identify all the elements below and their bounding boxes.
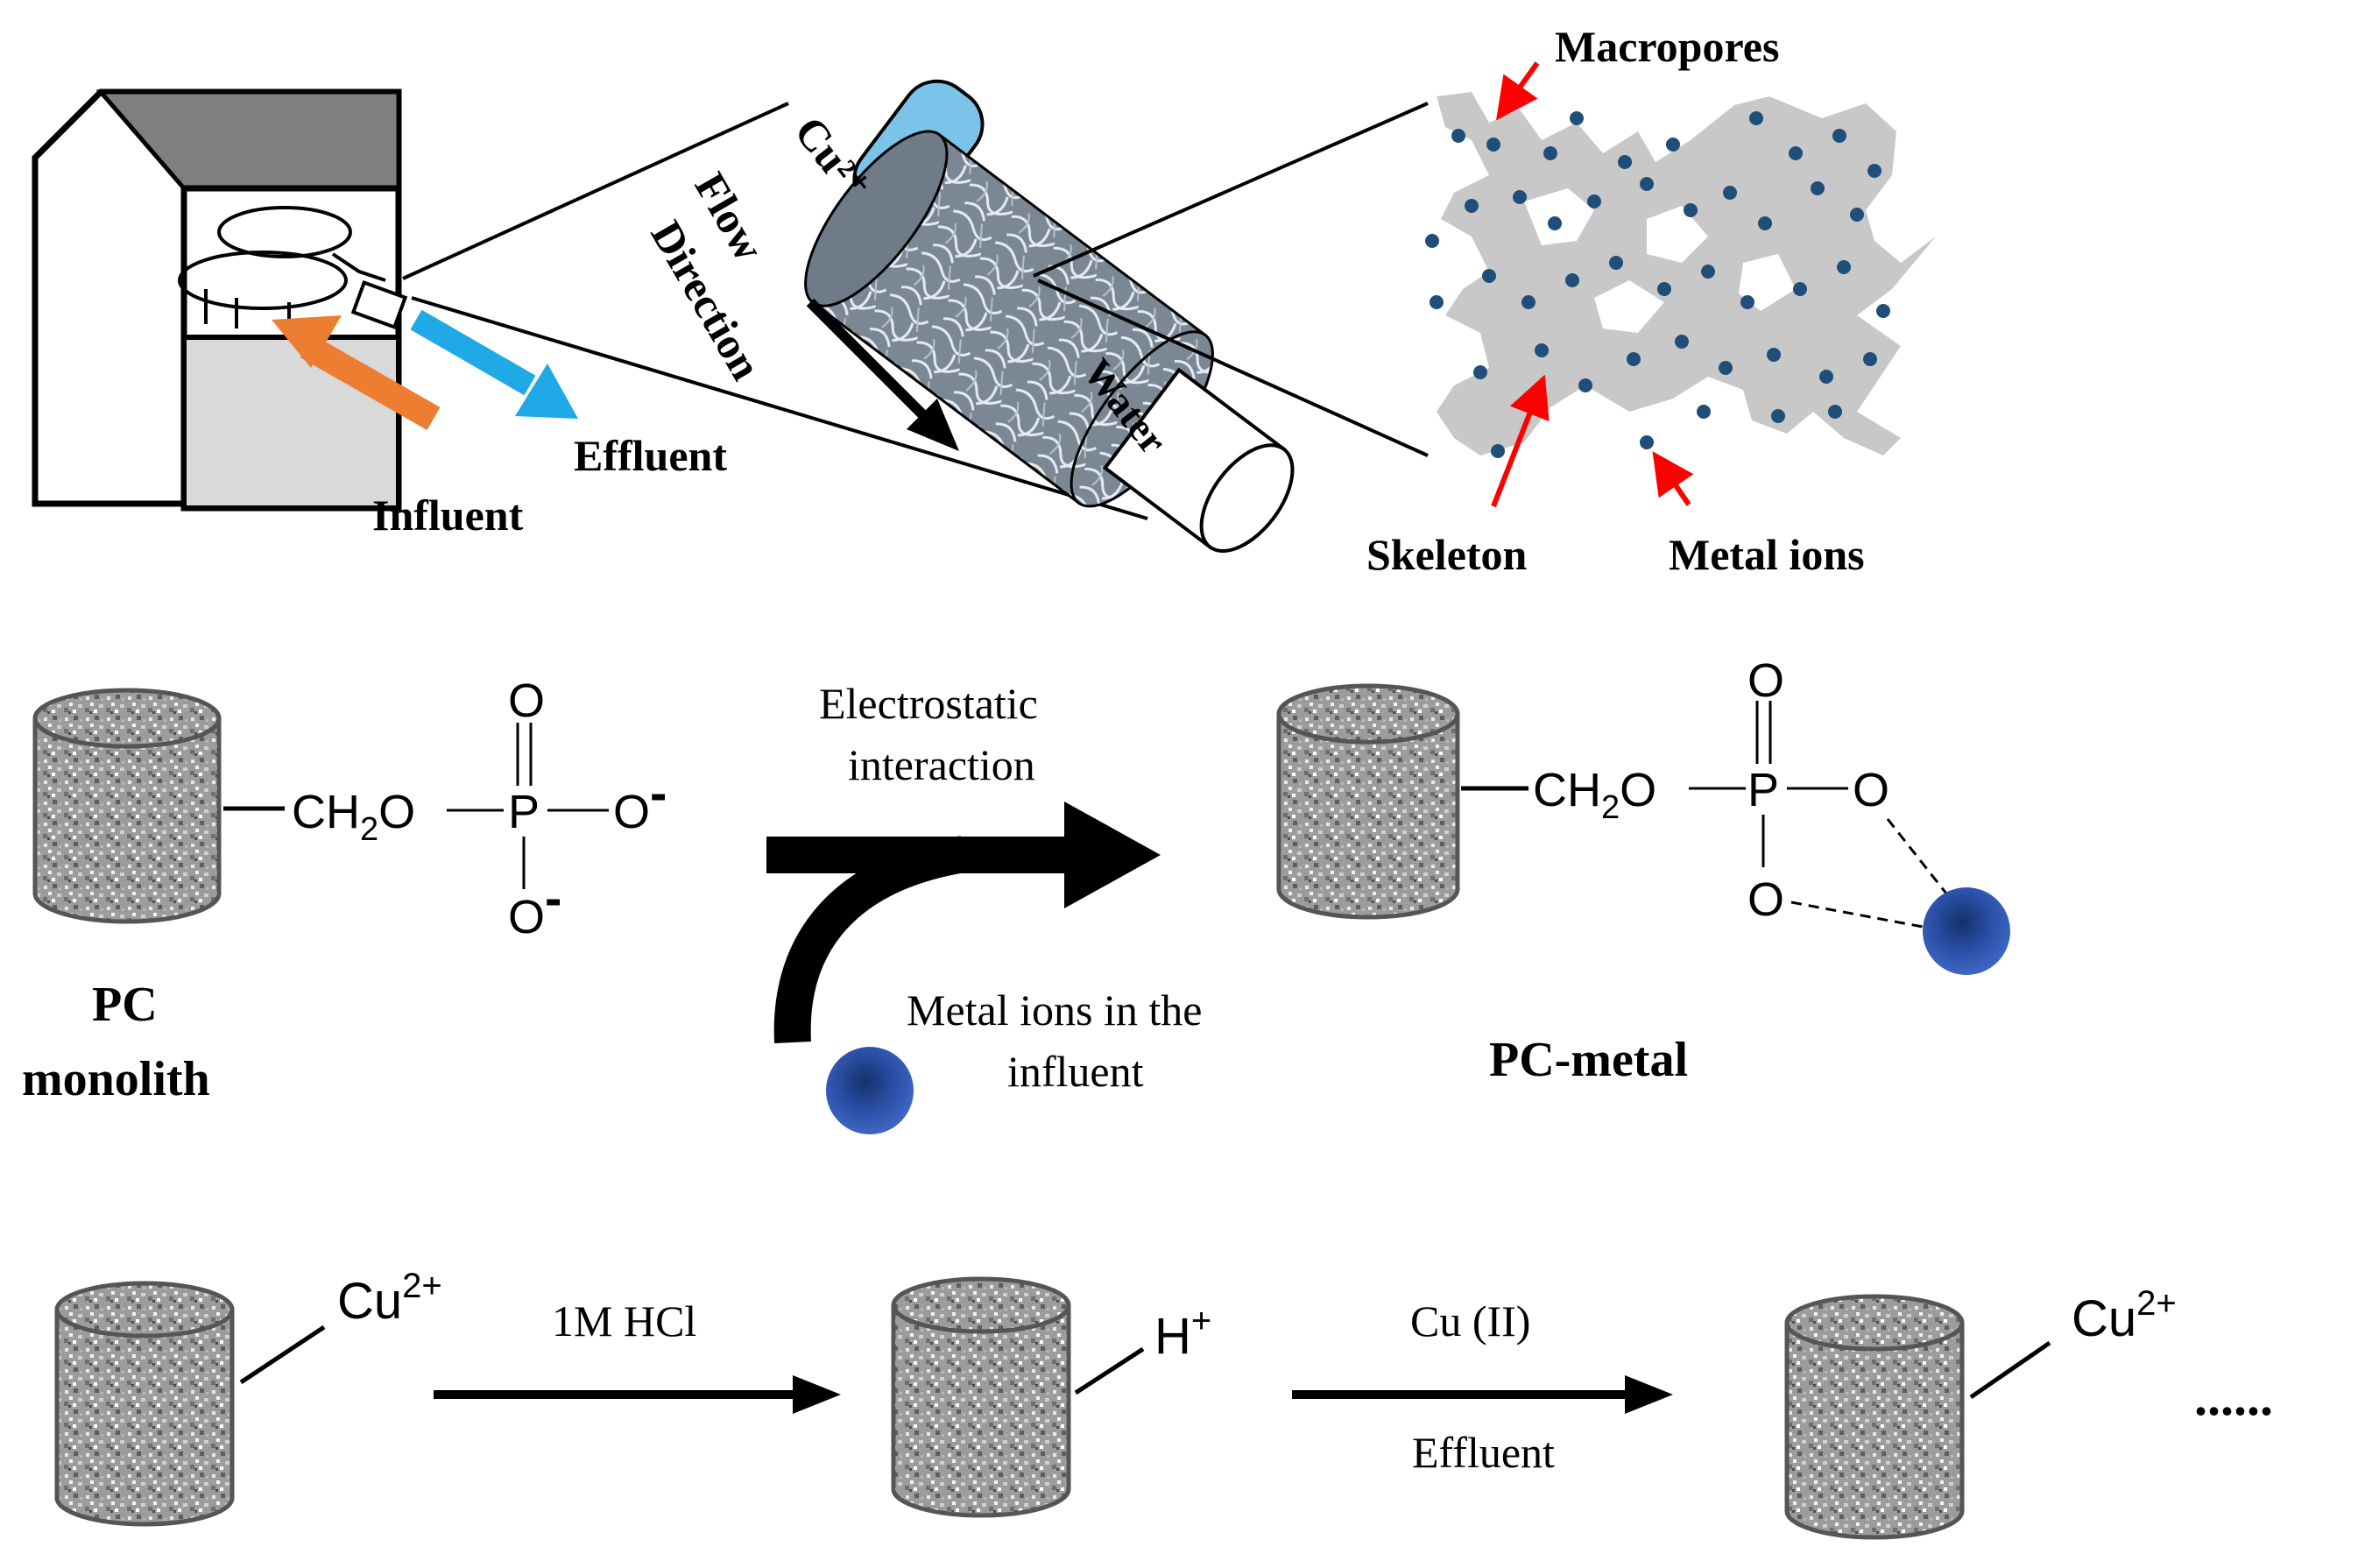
bond-line [1969, 1340, 2051, 1400]
oxygen-top: O [1747, 654, 1784, 707]
effluent-arrow [410, 309, 578, 419]
metal-ion-ball-icon [1923, 887, 2010, 975]
electrostatic-label: Electrostatic [819, 679, 1038, 728]
oxygen-bottom: O [1747, 873, 1784, 926]
influent-label: Influent [372, 491, 524, 540]
coordination-bond [1886, 818, 1948, 894]
skeleton-shape [1437, 92, 1936, 456]
metal-ions-influent-line1: Metal ions in the [907, 985, 1202, 1035]
monolith-cylinder-icon [32, 688, 222, 924]
metal-ions-influent-line2: influent [1007, 1047, 1144, 1096]
effluent-cycle-label: Effluent [1412, 1428, 1555, 1477]
phosphorus-atom: P [1747, 764, 1779, 816]
zoom-line [402, 102, 789, 280]
oxygen-top: O [508, 675, 545, 727]
bond-line [239, 1324, 326, 1385]
interaction-label: interaction [848, 740, 1035, 789]
macropores-pointer [1496, 61, 1540, 121]
ch2o-group: CH2O [292, 786, 415, 848]
flow-direction-arrow [806, 298, 959, 451]
oxygen-bottom: O- [508, 870, 561, 943]
bond-line [1074, 1346, 1145, 1395]
reaction-arrow [766, 802, 1161, 1044]
macropores-label: Macropores [1555, 22, 1779, 71]
instrument-icon [32, 88, 408, 512]
h-plus-label: H+ [1154, 1302, 1211, 1365]
cu-ii-label: Cu (II) [1410, 1296, 1530, 1346]
pore-structure [1425, 92, 1936, 458]
monolith-label: monolith [22, 1052, 210, 1106]
zoom-line [1033, 102, 1429, 278]
metal-ion-dots [1425, 111, 1890, 458]
oxygen-right: O [1853, 764, 1889, 816]
metal-ions-pointer [1652, 451, 1694, 506]
coordination-bond [1790, 901, 1924, 929]
skeleton-pointer [1491, 374, 1550, 508]
hcl-arrow [434, 1375, 841, 1414]
phosphorus-atom: P [508, 786, 540, 838]
monolith-cylinder-icon [891, 1276, 1071, 1518]
pc-metal-label: PC-metal [1489, 1033, 1688, 1087]
zoom-line [411, 296, 1148, 520]
metal-ion-ball-icon [826, 1047, 914, 1134]
cu-ii-arrow [1292, 1375, 1673, 1414]
ellipsis-label: ...... [2194, 1368, 2273, 1426]
effluent-label: Effluent [574, 431, 727, 480]
hcl-label: 1M HCl [552, 1296, 696, 1346]
metal-ions-label: Metal ions [1669, 530, 1865, 579]
oxygen-right: O- [613, 765, 667, 838]
monolith-cylinder-icon [1276, 683, 1460, 920]
zoom-line [1037, 279, 1429, 457]
ch2o-group: CH2O [1533, 764, 1656, 826]
skeleton-label: Skeleton [1366, 530, 1528, 579]
cu2plus-label: Cu2+ [2072, 1284, 2177, 1347]
cu2plus-label: Cu2+ [337, 1267, 442, 1330]
pc-label: PC [92, 978, 158, 1032]
monolith-cylinder-icon [1784, 1294, 1965, 1540]
monolith-cylinder-icon [54, 1281, 235, 1527]
influent-arrow [272, 315, 441, 431]
column-icon [804, 79, 1295, 554]
